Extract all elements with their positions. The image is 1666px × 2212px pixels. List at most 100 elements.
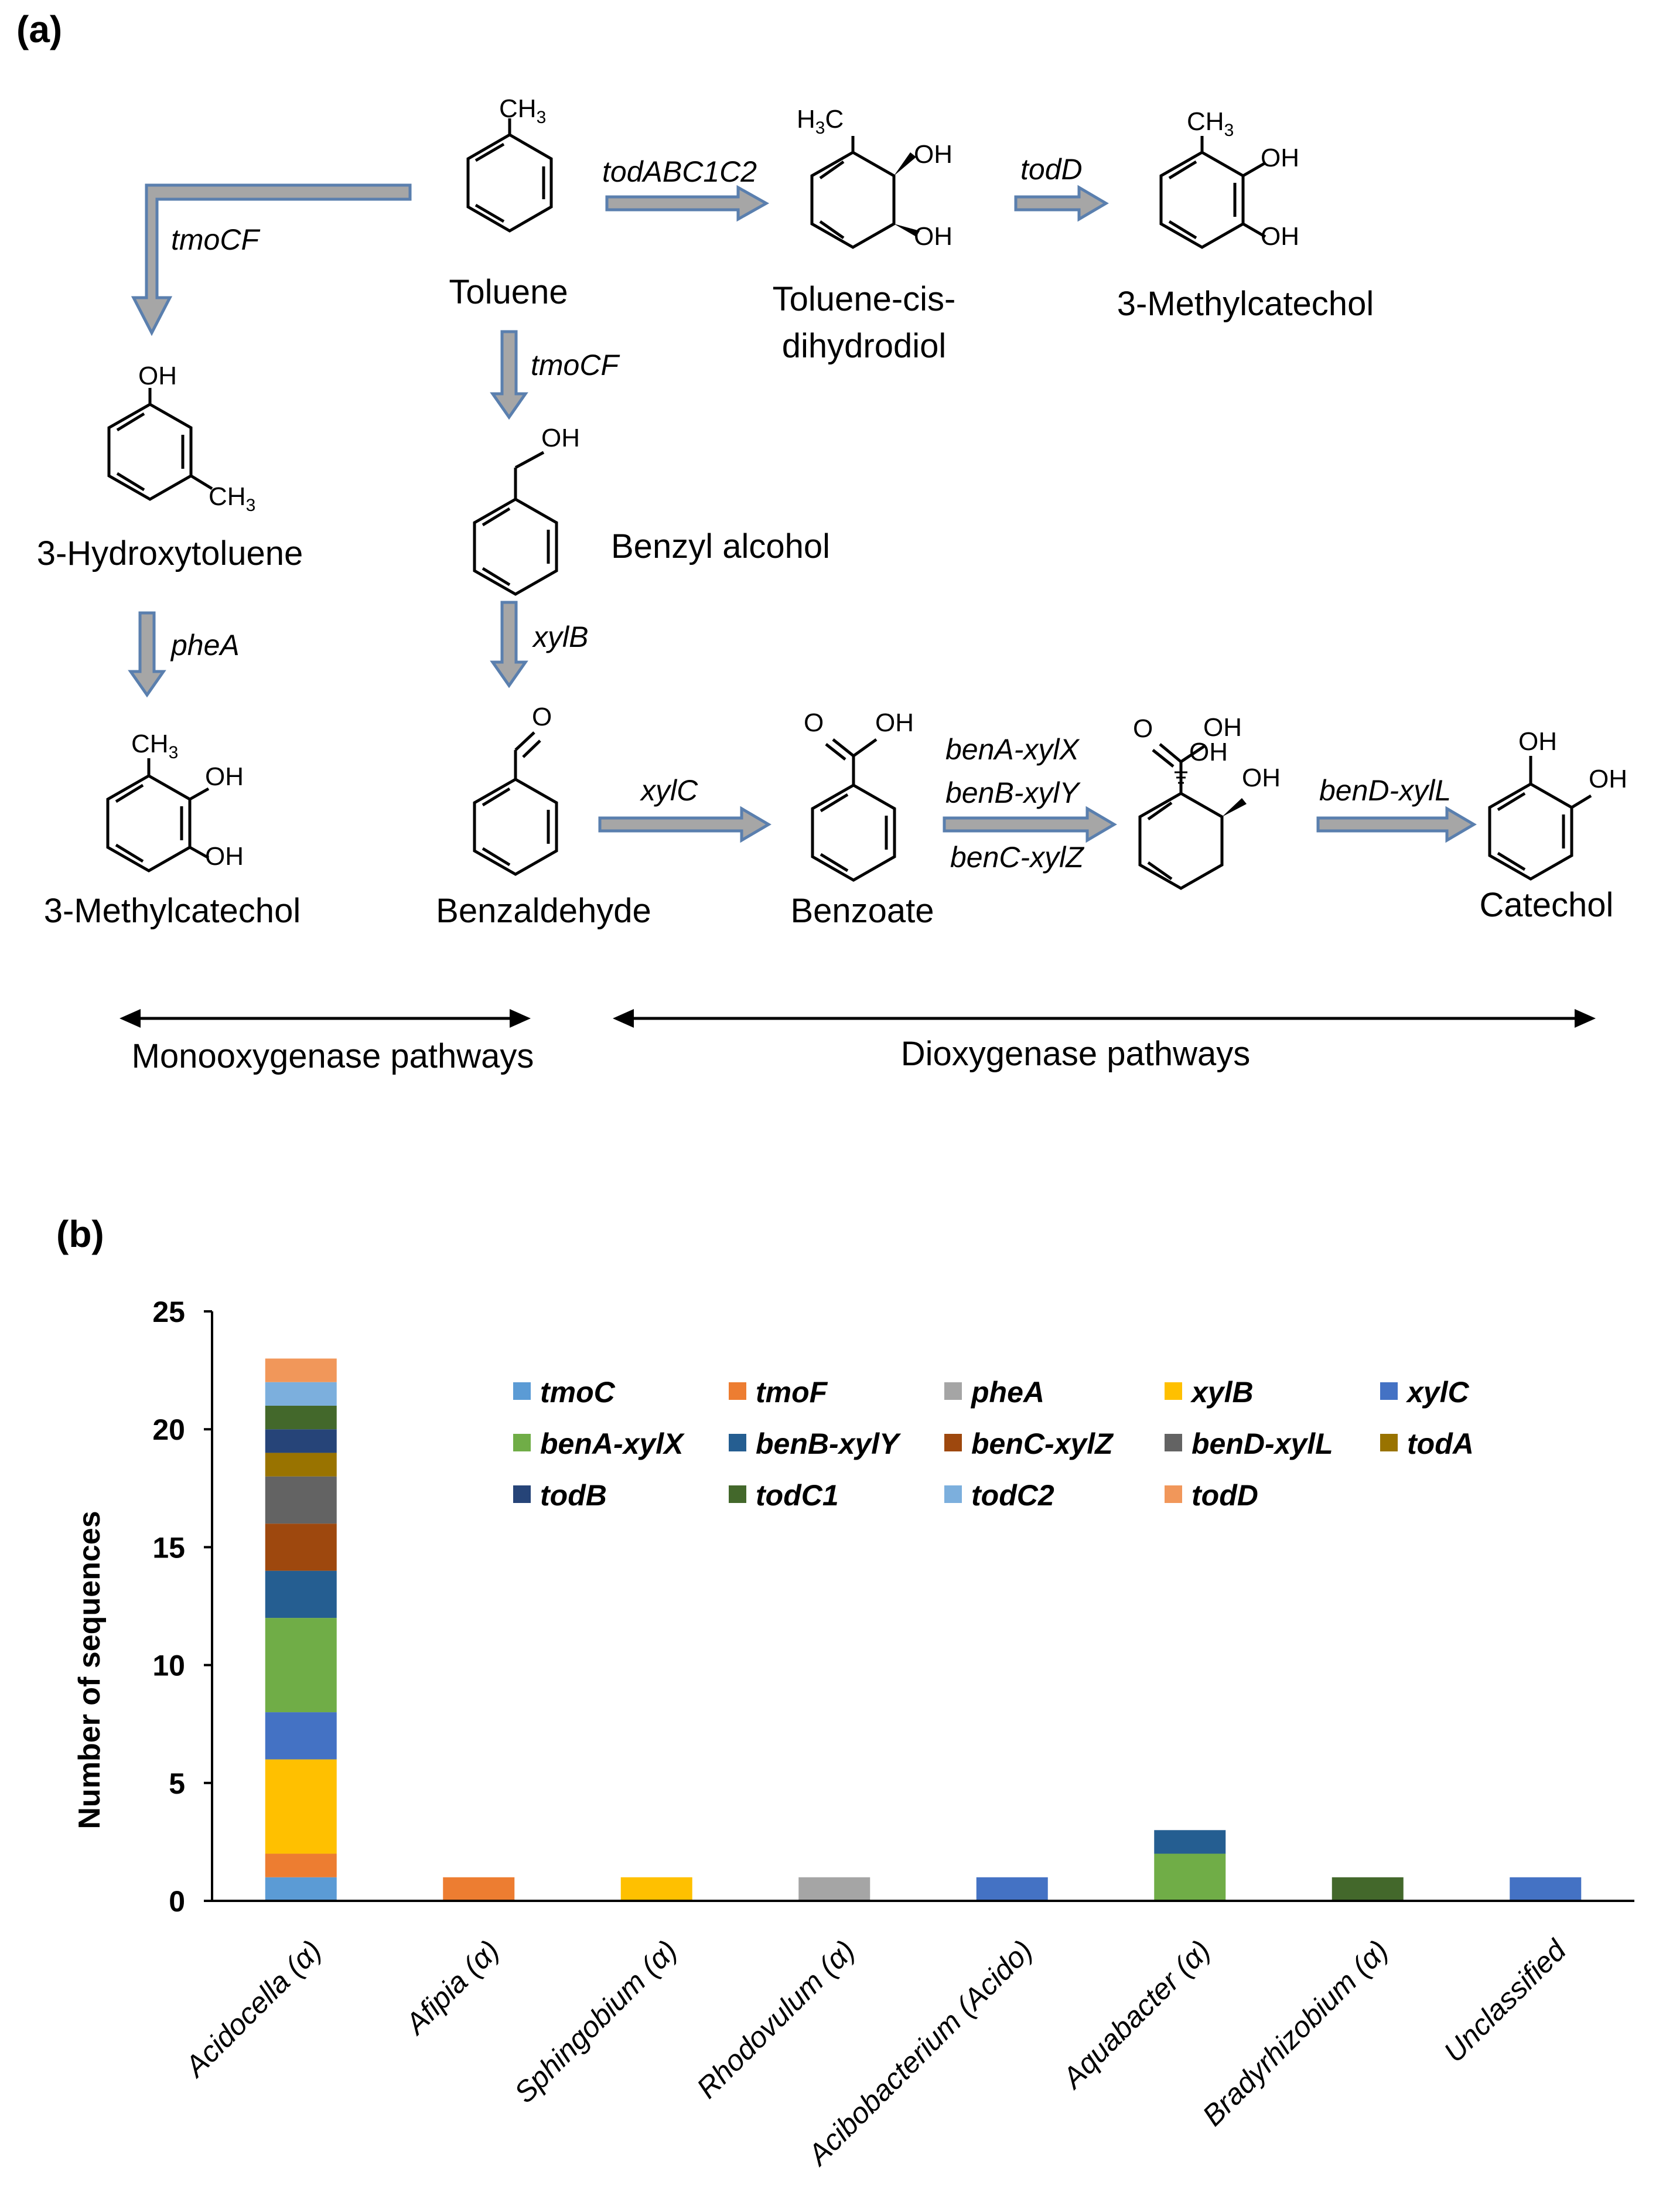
- benzaldehyde-structure: [473, 731, 558, 876]
- atom-label: OH: [1203, 713, 1242, 742]
- legend-label: xylB: [1190, 1376, 1254, 1409]
- bar-segment: [798, 1877, 870, 1901]
- compound-name-methylcatechol: 3-Methylcatechol: [1117, 285, 1374, 323]
- atom-label: O: [532, 703, 552, 731]
- gene-labels: tmoCF todABC1C2 todD tmoCF pheA xylB xyl…: [170, 153, 1451, 874]
- bar-segment: [620, 1877, 692, 1901]
- reaction-arrow: [490, 601, 528, 689]
- bar-segment: [1332, 1877, 1404, 1901]
- bar-segment: [265, 1523, 337, 1571]
- benzyl-alcohol-structure: [473, 451, 558, 596]
- atom-label: CH3: [499, 94, 546, 127]
- legend-swatch: [513, 1434, 531, 1451]
- bar-segment: [265, 1853, 337, 1877]
- x-category-label: Afipia (α): [398, 1934, 506, 2041]
- methylcatechol-top-structure: [1159, 136, 1266, 249]
- atom-label: OH: [1518, 727, 1557, 756]
- bar-segment: [265, 1759, 337, 1854]
- wedge-bond: [894, 152, 916, 176]
- gene-label: benA-xylX: [945, 733, 1080, 766]
- chart-bars: [265, 1358, 1582, 1901]
- chart-category-labels: Acidocella (α)Afipia (α)Sphingobium (α)R…: [177, 1933, 1573, 2173]
- legend-swatch: [1380, 1434, 1398, 1451]
- legend-swatch: [1165, 1485, 1182, 1503]
- atom-label: O: [1133, 714, 1153, 743]
- atom-label: OH: [914, 140, 953, 169]
- atom-label: OH: [205, 842, 244, 871]
- legend-swatch: [729, 1485, 746, 1503]
- bar-segment: [265, 1476, 337, 1524]
- bar-segment: [265, 1618, 337, 1713]
- y-tick-label: 10: [152, 1649, 185, 1682]
- compound-name-benzyl-alcohol: Benzyl alcohol: [611, 527, 830, 565]
- reaction-arrow: [1014, 185, 1109, 222]
- atom-label: OH: [205, 762, 244, 791]
- atom-label: O: [804, 708, 824, 737]
- x-category-label: Bradyrhizobium (α): [1196, 1934, 1395, 2132]
- bar-segment: [443, 1877, 515, 1901]
- bar-segment: [265, 1877, 337, 1901]
- compound-name-benzaldehyde: Benzaldehyde: [436, 892, 651, 930]
- legend-swatch: [944, 1485, 962, 1503]
- y-tick-label: 15: [152, 1531, 185, 1564]
- pathway-arrowheads: [120, 1009, 1596, 1028]
- methylcatechol-left-structure: [106, 758, 210, 872]
- x-category-label: Rhodovulum (α): [690, 1934, 861, 2105]
- bar-segment: [265, 1570, 337, 1618]
- y-tick-label: 5: [169, 1767, 185, 1800]
- atom-label: OH: [875, 708, 914, 737]
- atom-label: OH: [541, 424, 580, 452]
- bar-segment: [265, 1712, 337, 1760]
- legend-label: todC1: [756, 1479, 839, 1512]
- chemical-structures: [106, 118, 1592, 890]
- monooxygenase-label: Monooxygenase pathways: [132, 1037, 534, 1075]
- legend-label: todC2: [971, 1479, 1054, 1512]
- atom-label: OH: [1261, 144, 1299, 172]
- reaction-arrows: [128, 183, 1477, 843]
- reaction-arrow: [131, 183, 412, 336]
- compound-name-benzoate: Benzoate: [790, 892, 934, 930]
- legend-label: xylC: [1405, 1376, 1470, 1409]
- bar-segment: [1154, 1830, 1226, 1854]
- atom-label: CH3: [1187, 107, 1234, 140]
- atom-label: OH: [138, 362, 177, 390]
- legend-swatch: [1380, 1382, 1398, 1400]
- bar-segment: [265, 1405, 337, 1430]
- atom-label: H3C: [797, 105, 844, 138]
- bar-segment: [265, 1453, 337, 1477]
- catechol-structure: [1488, 756, 1592, 881]
- legend-label: benB-xylY: [756, 1427, 902, 1460]
- bar-segment: [265, 1429, 337, 1453]
- legend-label: pheA: [970, 1376, 1044, 1409]
- reaction-arrow: [605, 185, 770, 222]
- legend-swatch: [513, 1382, 531, 1400]
- atom-label: OH: [1242, 764, 1281, 792]
- legend-swatch: [513, 1485, 531, 1503]
- gene-label: todABC1C2: [602, 155, 757, 188]
- atom-label: OH: [1261, 222, 1299, 251]
- bar-segment: [976, 1877, 1048, 1901]
- gene-label: benC-xylZ: [950, 841, 1084, 874]
- gene-label: pheA: [170, 629, 240, 662]
- stereo-wedges: [894, 152, 1247, 817]
- wedge-bond: [894, 224, 920, 237]
- x-category-label: Acidocella (α): [177, 1934, 327, 2084]
- arrowhead: [1575, 1009, 1596, 1028]
- bar-segment: [1510, 1877, 1582, 1901]
- atom-label: CH3: [131, 730, 178, 762]
- arrowhead: [510, 1009, 531, 1028]
- y-tick-label: 25: [152, 1296, 185, 1328]
- legend-label: todA: [1407, 1427, 1474, 1460]
- legend-label: todD: [1192, 1479, 1258, 1512]
- bar-segment: [265, 1358, 337, 1382]
- reaction-arrow: [490, 330, 528, 420]
- compound-names: Toluene Toluene-cis- dihydrodiol 3-Methy…: [37, 273, 1614, 930]
- gene-label: tmoCF: [171, 223, 260, 256]
- toluene-structure: [466, 118, 553, 233]
- gene-label: benB-xylY: [945, 776, 1081, 809]
- legend-label: benD-xylL: [1192, 1427, 1333, 1460]
